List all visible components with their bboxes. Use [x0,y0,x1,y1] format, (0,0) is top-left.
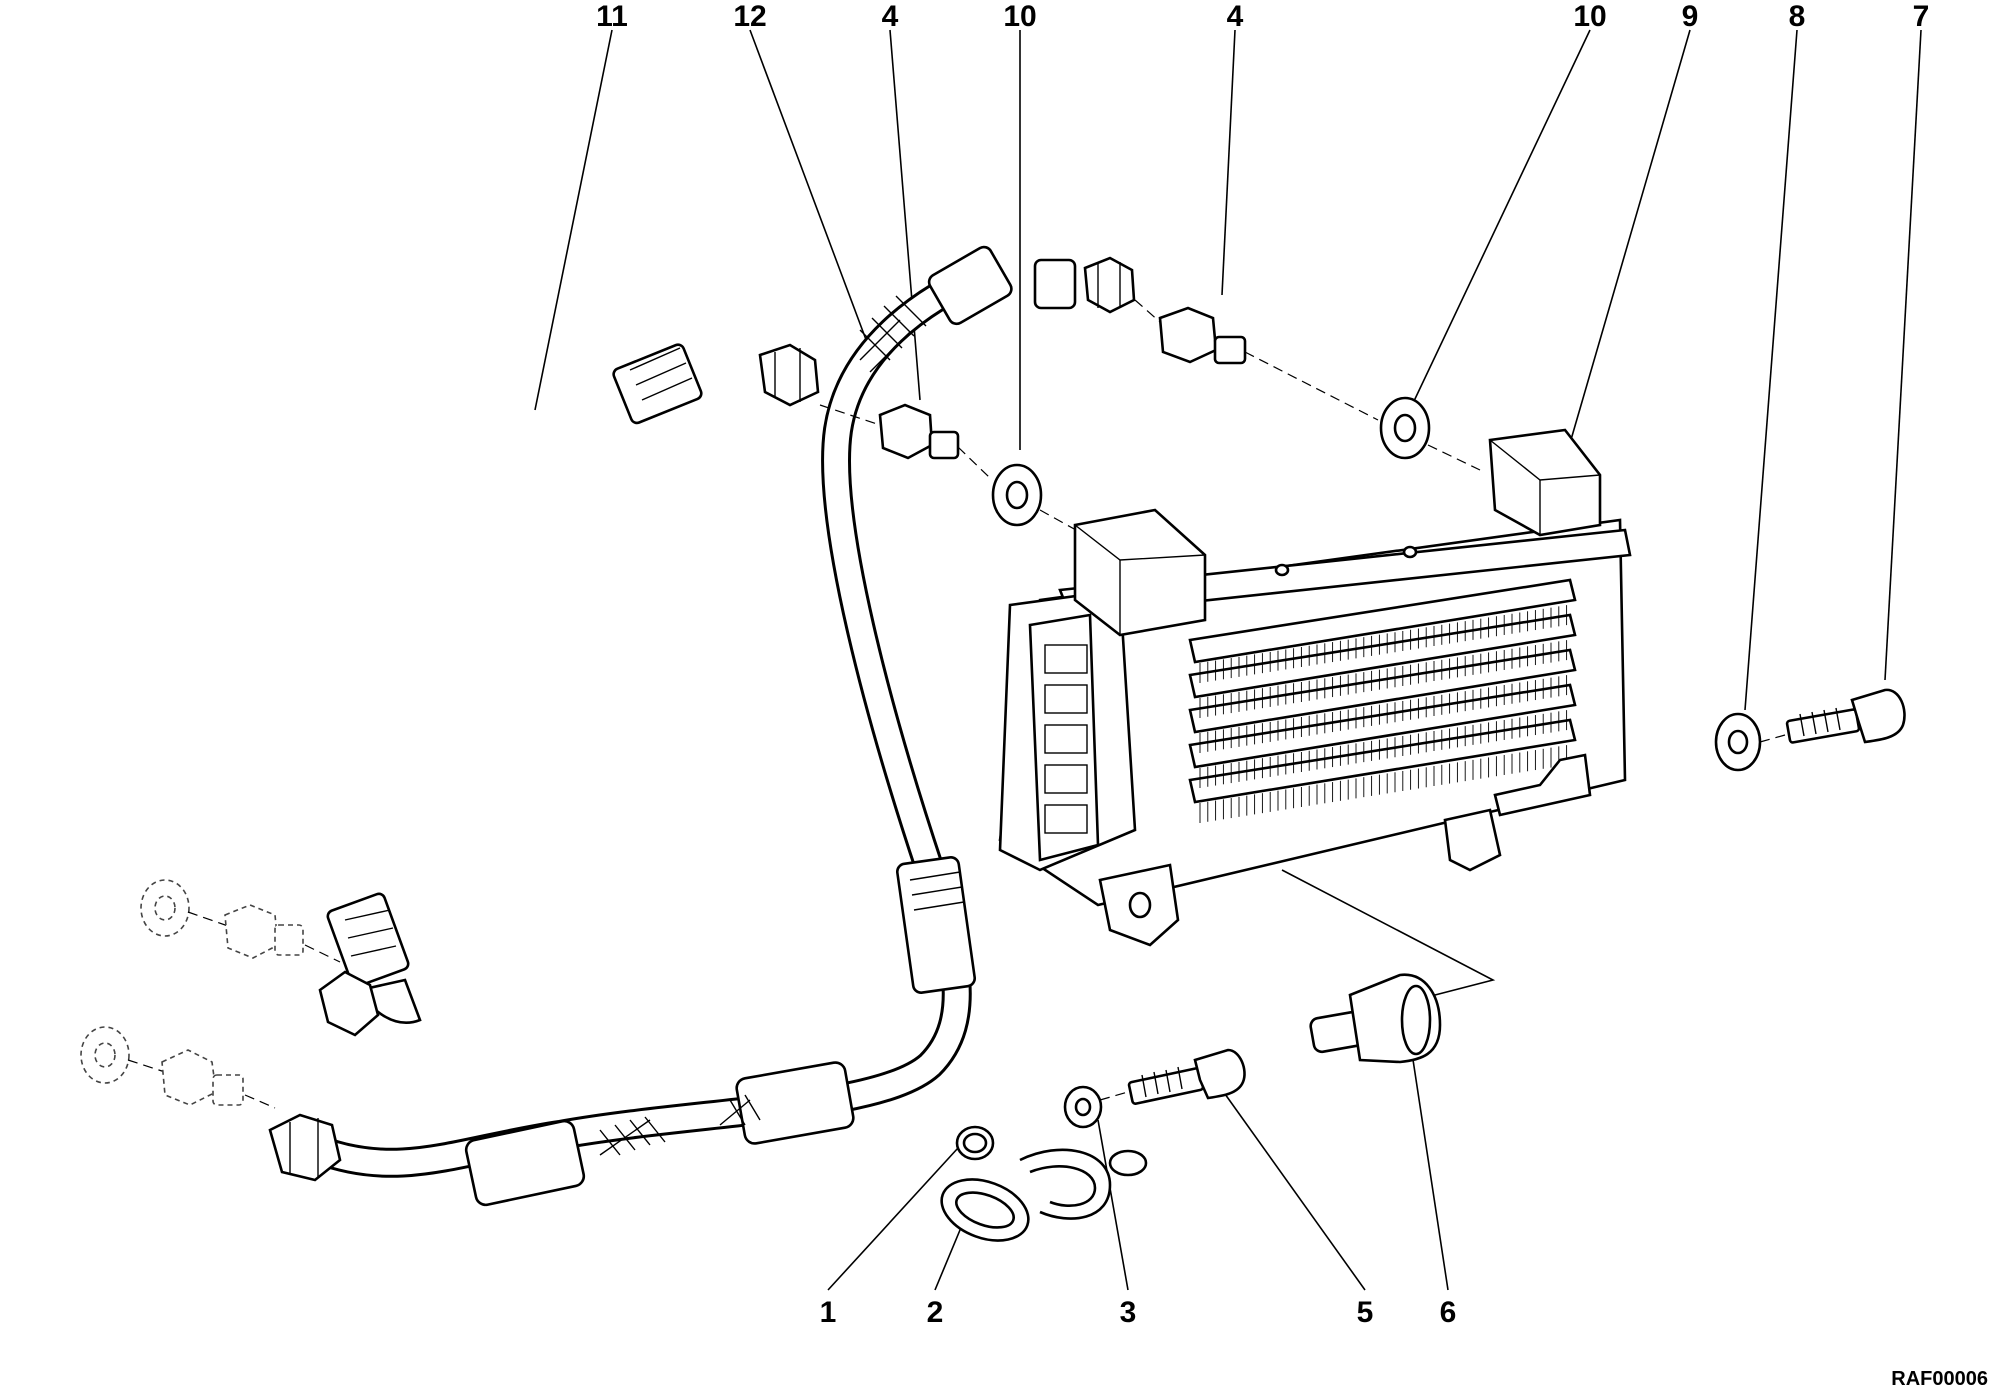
callout-4-right: 4 [1227,0,1244,33]
lower-small-parts [940,973,1442,1242]
callout-labels: 11 12 4 10 4 10 9 8 7 1 2 3 5 6 [596,0,1929,1329]
engine-side-fittings [80,879,341,1109]
oil-cooler-9 [998,428,1632,947]
hose-11 [302,342,820,1037]
callout-10-right: 10 [1573,0,1606,33]
washer-8-screw-7 [1714,688,1906,772]
leader-lines [534,29,1922,1291]
callout-5: 5 [1357,1296,1374,1329]
hose-12 [268,245,1136,1207]
callout-4-left: 4 [882,0,899,33]
callout-6: 6 [1440,1296,1457,1329]
callout-2: 2 [927,1296,944,1329]
callout-1: 1 [820,1296,837,1329]
fittings-and-washers [819,299,1481,536]
callout-11: 11 [596,0,628,33]
callout-9: 9 [1682,0,1699,33]
callout-12: 12 [733,0,766,33]
fin-hatching [1199,605,1568,823]
callout-3: 3 [1120,1296,1137,1329]
callout-8: 8 [1789,0,1806,33]
callout-7: 7 [1913,0,1930,33]
callout-10-left: 10 [1003,0,1036,33]
drawing-reference-code: RAF00006 [1891,1368,1988,1390]
cooler-fins [1188,578,1577,804]
